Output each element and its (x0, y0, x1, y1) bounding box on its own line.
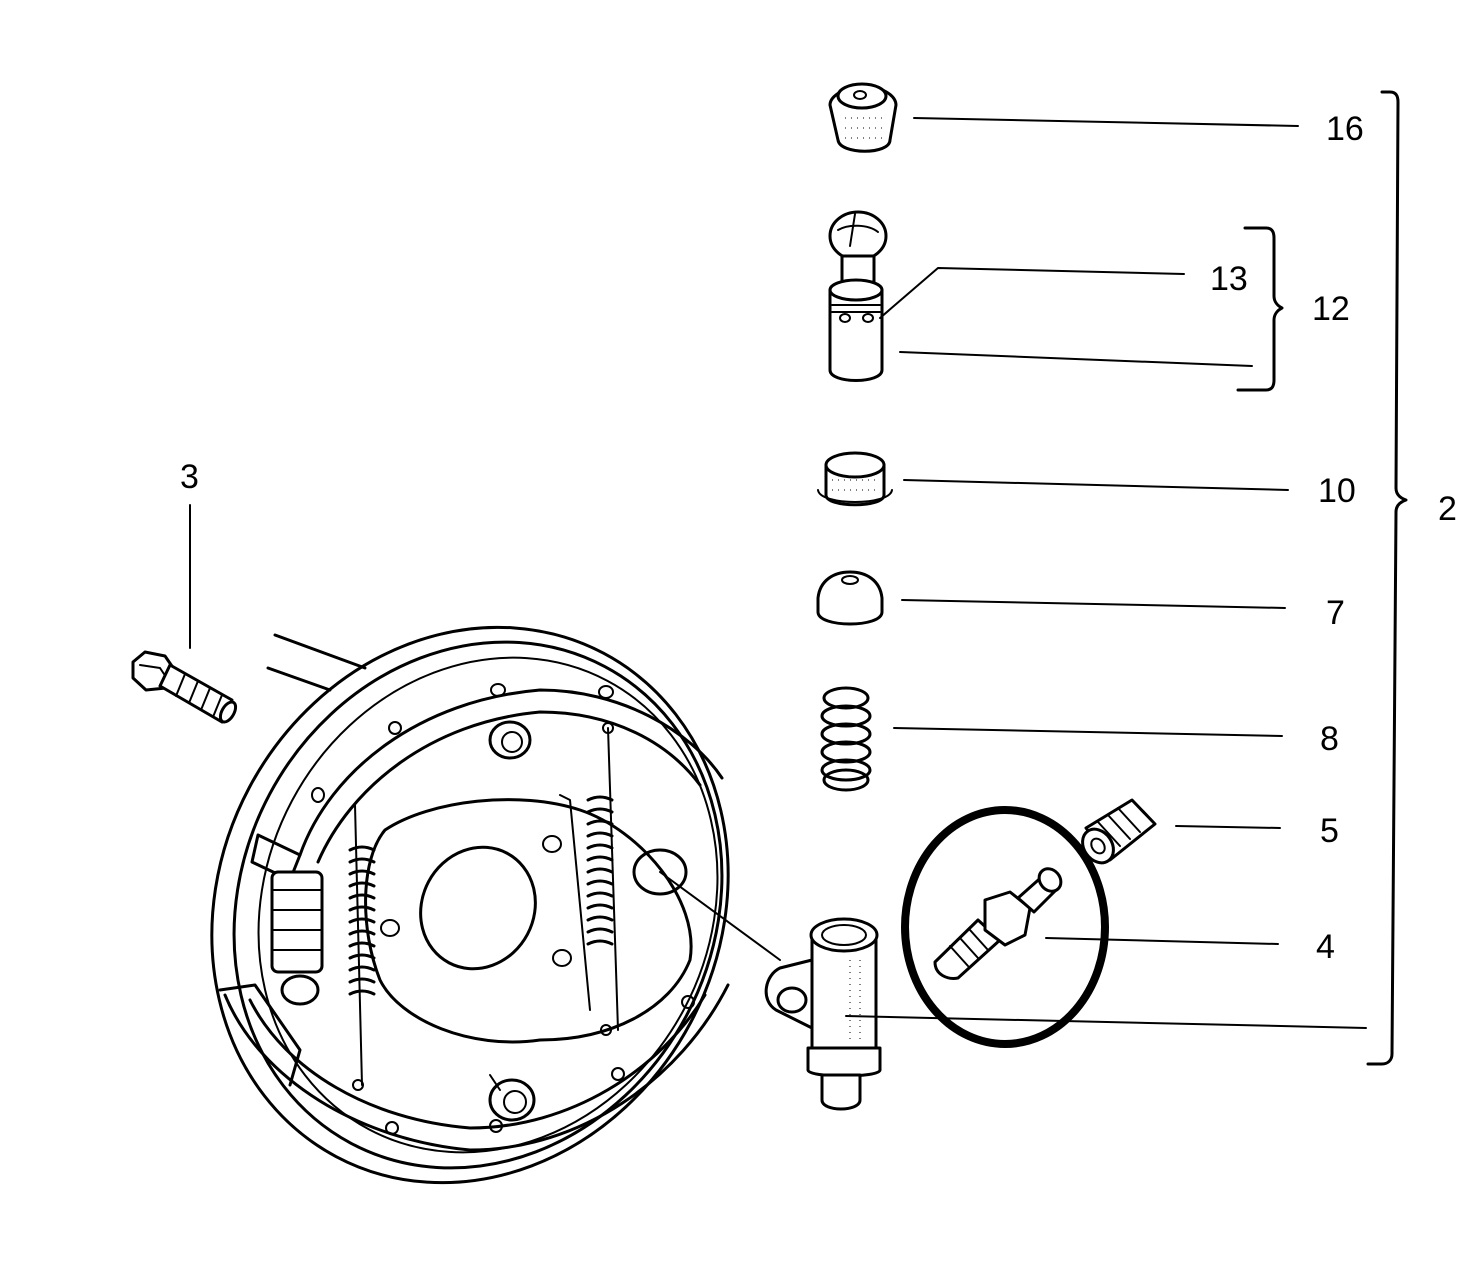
callout-3: 3 (180, 458, 199, 496)
return-spring-left (348, 804, 376, 1091)
cylinder-spring (820, 686, 872, 792)
mounting-bolt (131, 650, 238, 724)
brace-12 (1236, 226, 1284, 392)
callout-10: 10 (1318, 472, 1356, 510)
callout-8: 8 (1320, 720, 1339, 758)
brake-backing-plate (210, 625, 730, 1185)
seal-cup (816, 570, 884, 626)
bleeder-cap (1081, 798, 1157, 865)
callout-4: 4 (1316, 928, 1335, 966)
piston-cup (817, 451, 893, 507)
callout-7: 7 (1326, 594, 1345, 632)
return-spring-right (586, 722, 619, 1036)
callout-2: 2 (1438, 490, 1457, 528)
callout-12: 12 (1312, 290, 1350, 328)
highlight-circle (901, 806, 1109, 1048)
callout-13: 13 (1210, 260, 1248, 298)
callout-16: 16 (1326, 110, 1364, 148)
brace-2 (1366, 90, 1408, 1066)
bleeder-valve (933, 867, 1063, 980)
callout-5: 5 (1320, 812, 1339, 850)
leader-lines (189, 117, 1367, 1029)
wheel-cylinder-housing (764, 917, 882, 1111)
bleeder-piston-assembly (828, 210, 888, 382)
dust-cap (828, 82, 898, 153)
